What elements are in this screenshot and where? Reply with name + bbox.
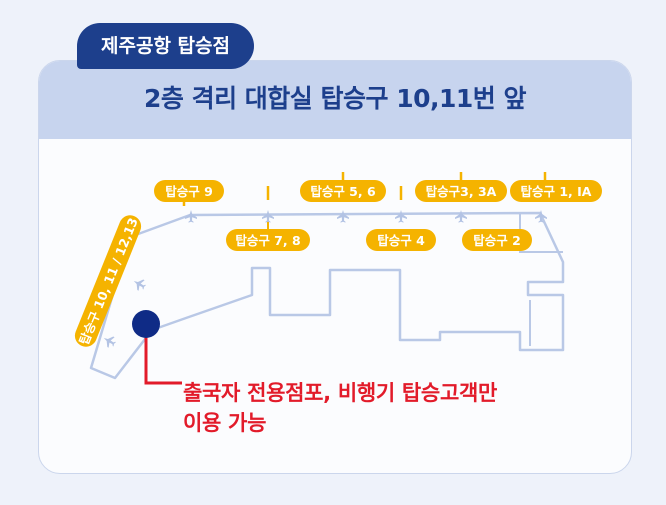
- svg-text:탑승구 7, 8: 탑승구 7, 8: [235, 233, 300, 248]
- airplane-icon: [185, 210, 197, 223]
- svg-text:탑승구 10, 11 / 12,13: 탑승구 10, 11 / 12,13: [76, 216, 141, 347]
- svg-text:탑승구3, 3A: 탑승구3, 3A: [426, 184, 497, 199]
- gate-5-6-label: 탑승구 5, 6: [300, 180, 386, 202]
- airplane-icon: [130, 275, 148, 293]
- store-pointer-line: [144, 336, 182, 385]
- svg-text:탑승구 4: 탑승구 4: [377, 233, 425, 248]
- gate-2-label: 탑승구 2: [462, 229, 532, 251]
- airplane-icon: [100, 332, 118, 350]
- gate-1-1a-label: 탑승구 1, IA: [510, 180, 602, 202]
- airplane-icon: [337, 210, 349, 223]
- gate-7-8-label: 탑승구 7, 8: [226, 229, 310, 251]
- gate-9-label: 탑승구 9: [154, 180, 224, 202]
- svg-text:탑승구 5, 6: 탑승구 5, 6: [310, 184, 376, 199]
- gate-4-label: 탑승구 4: [366, 229, 436, 251]
- store-note-line-1: 출국자 전용점포, 비행기 탑승고객만: [183, 381, 498, 405]
- svg-text:탑승구 9: 탑승구 9: [165, 184, 213, 199]
- gate-3-3a-label: 탑승구3, 3A: [415, 180, 507, 202]
- map-card: 2층 격리 대합실 탑승구 10,11번 앞: [38, 60, 632, 474]
- svg-text:탑승구 1, IA: 탑승구 1, IA: [521, 184, 592, 199]
- location-tag: 제주공항 탑승점: [77, 23, 254, 69]
- store-note: 출국자 전용점포, 비행기 탑승고객만 이용 가능: [183, 378, 603, 438]
- airplane-icon: [262, 210, 274, 223]
- airplane-icon: [455, 210, 467, 223]
- location-marker: [132, 310, 160, 338]
- terminal-outline: [89, 211, 565, 380]
- card-header: 2층 격리 대합실 탑승구 10,11번 앞: [39, 61, 631, 139]
- location-subtitle: 2층 격리 대합실 탑승구 10,11번 앞: [144, 84, 527, 113]
- airplane-icon: [395, 210, 407, 223]
- store-note-line-2: 이용 가능: [183, 411, 267, 435]
- svg-text:탑승구 2: 탑승구 2: [473, 233, 521, 248]
